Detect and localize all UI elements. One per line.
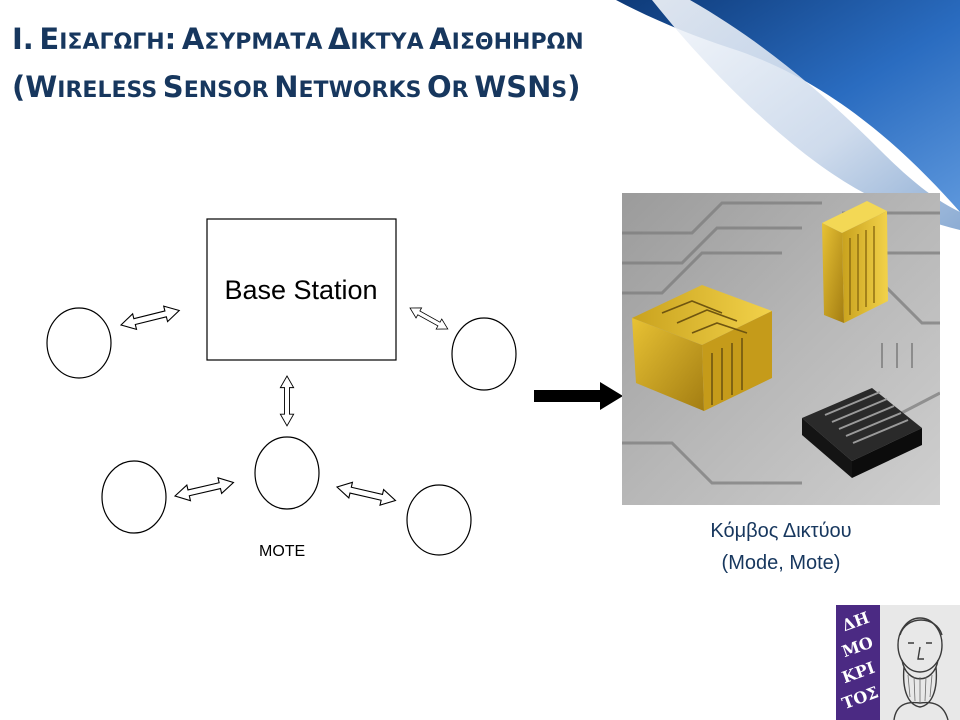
sensor-node-right — [451, 317, 517, 391]
mote-label: MOTE — [259, 543, 305, 560]
mote-photo — [622, 193, 940, 505]
pointer-arrow — [534, 382, 623, 410]
sensor-node-left — [46, 307, 112, 379]
link-arrow-mote-bottomright — [334, 478, 398, 509]
slide-title-line-1: Ι. ΕΙΣΑΓΩΓΗ: ΑΣΥΡΜΑΤΑ ΔΙΚΤΥΑ ΑΙΣΘΗΗΡΩΝ — [12, 22, 584, 56]
link-arrow-bottomleft-mote — [172, 474, 236, 505]
link-arrow-base-mote — [279, 375, 295, 427]
slide-title-line-2: (WIRELESS SENSOR NETWORKS OR WSNS) — [12, 70, 581, 104]
photo-caption-line-2: (Mode, Mote) — [721, 552, 841, 574]
base-station-box — [206, 218, 397, 361]
photo-caption-line-1: Κόμβος Δικτύου — [710, 520, 852, 542]
base-station-label: Base Station — [224, 275, 377, 305]
demokritos-logo: ΔΗ ΜΟ ΚΡΙ ΤΟΣ — [836, 605, 960, 720]
sensor-node-bottom-right — [406, 484, 472, 556]
sensor-node-mote — [254, 436, 320, 510]
link-arrow-left-base — [118, 302, 182, 334]
link-arrow-base-right — [406, 302, 451, 335]
sensor-node-bottom-left — [101, 460, 167, 534]
